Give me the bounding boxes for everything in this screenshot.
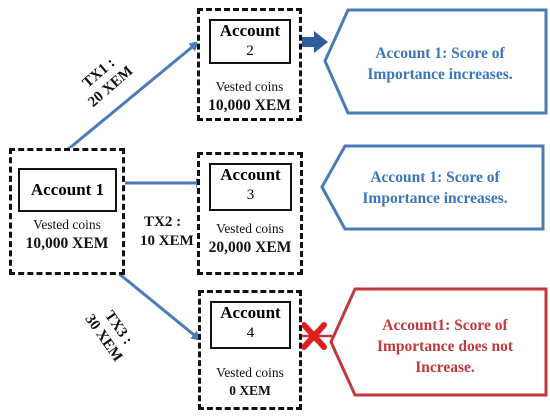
account-3-group: Account 3 Vested coins 20,000 XEM — [197, 152, 303, 275]
callout-2-line2: Importance increases. — [362, 190, 508, 207]
account-3-number: 3 — [246, 187, 255, 203]
callout-3-line3: Increase. — [415, 359, 475, 376]
account-2-name: Account — [219, 21, 281, 40]
account-1-box: Account 1 — [18, 168, 117, 212]
callout-3-line2: Importance does not — [376, 338, 514, 355]
callout-3-line1: Account1: Score of — [382, 317, 508, 334]
account-3-box: Account 3 — [209, 163, 292, 211]
account-3-amount: 20,000 XEM — [208, 239, 292, 256]
callout-1-line1: Account 1: Score of — [375, 45, 505, 62]
block-arrow-icon — [302, 31, 328, 53]
account-3-vested-label: Vested coins — [216, 221, 284, 236]
account-2-box: Account 2 — [209, 19, 291, 64]
x-mark-icon — [301, 322, 327, 350]
account-2-number: 2 — [246, 43, 254, 59]
tx2-amount: 10 XEM — [140, 233, 194, 249]
tx2-name: TX2 : — [144, 214, 182, 230]
tx2-label: TX2 : 10 XEM — [140, 213, 194, 251]
account-4-amount: 0 XEM — [229, 383, 271, 398]
tx1-arrow — [65, 41, 200, 153]
account-3-name: Account — [220, 165, 281, 184]
account-2-amount: 10,000 XEM — [208, 97, 291, 114]
callout-shape-2 — [320, 144, 545, 231]
callout-1-line2: Importance increases. — [367, 66, 513, 83]
account-1-group: Account 1 Vested coins 10,000 XEM — [9, 148, 125, 275]
account-1-amount: 10,000 XEM — [25, 235, 109, 252]
callout-shape-1 — [323, 8, 548, 115]
account-1-vested-label: Vested coins — [33, 217, 101, 232]
callout-shape-3 — [329, 287, 548, 397]
account-4-group: Account 4 Vested coins 0 XEM — [198, 290, 302, 410]
tx3-arrow — [111, 266, 202, 341]
callout-2-line1: Account 1: Score of — [370, 169, 500, 186]
account-2-vested-label: Vested coins — [215, 79, 284, 94]
account-4-name: Account — [220, 303, 281, 322]
callout-1-text: Account 1: Score of Importance increases… — [335, 43, 545, 85]
account-1-name: Account 1 — [30, 180, 105, 199]
callout-2-text: Account 1: Score of Importance increases… — [330, 167, 540, 209]
account-4-box: Account 4 — [210, 301, 291, 349]
account-2-group: Account 2 Vested coins 10,000 XEM — [197, 8, 302, 121]
callout-3-text: Account1: Score of Importance does not I… — [345, 315, 545, 378]
account-4-vested-label: Vested coins — [216, 365, 284, 380]
account-4-number: 4 — [246, 325, 255, 341]
